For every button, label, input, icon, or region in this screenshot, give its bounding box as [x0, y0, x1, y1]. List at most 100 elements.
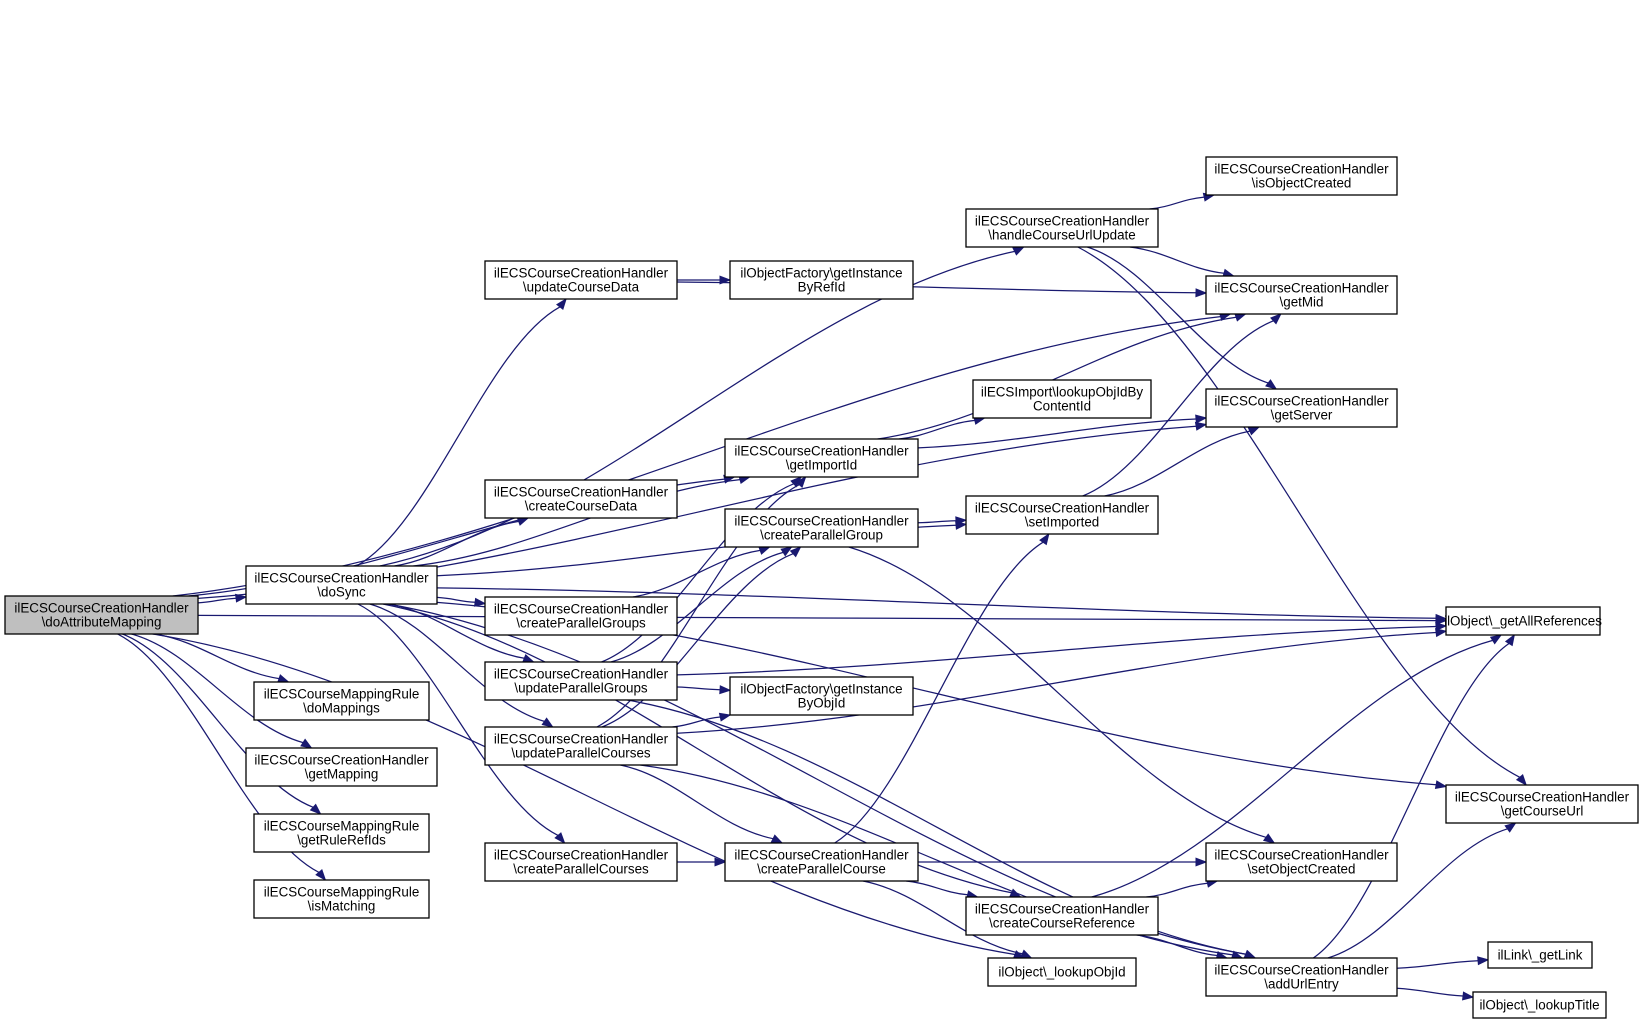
node-label-line: \addUrlEntry	[1264, 977, 1339, 992]
node-isObjectCreated[interactable]: ilECSCourseCreationHandler\isObjectCreat…	[1205, 156, 1398, 196]
node-doSync[interactable]: ilECSCourseCreationHandler\doSync	[245, 565, 438, 605]
node-lookupObjId[interactable]: ilObject\_lookupObjId	[987, 957, 1137, 987]
node-setObjectCreated[interactable]: ilECSCourseCreationHandler\setObjectCrea…	[1205, 842, 1398, 882]
edge-createCourseReference-to-getAllReferences	[1091, 634, 1503, 898]
node-box	[1205, 388, 1398, 428]
edge-line	[917, 520, 957, 524]
arrowhead-icon	[1504, 633, 1516, 647]
edge-line	[1396, 987, 1464, 997]
arrowhead-icon	[235, 593, 248, 603]
node-label-line: \isMatching	[308, 899, 376, 914]
arrowhead-icon	[1434, 780, 1448, 790]
node-setImported[interactable]: ilECSCourseCreationHandler\setImported	[965, 495, 1159, 535]
node-addUrlEntry[interactable]: ilECSCourseCreationHandler\addUrlEntry	[1205, 957, 1398, 997]
node-createParallelCourses[interactable]: ilECSCourseCreationHandler\createParalle…	[484, 842, 678, 882]
node-createCourseData[interactable]: ilECSCourseCreationHandler\createCourseD…	[484, 479, 678, 519]
node-label-line: ilECSCourseCreationHandler	[254, 753, 429, 768]
node-isMatching[interactable]: ilECSCourseMappingRule\isMatching	[253, 879, 430, 919]
arrowhead-icon	[300, 738, 313, 749]
edge-line	[413, 478, 741, 567]
edge-updateParallelGroups-to-getInstanceByObjId	[676, 685, 732, 695]
node-label-line: ilECSCourseCreationHandler	[1214, 963, 1389, 978]
node-label-line: ilECSCourseCreationHandler	[734, 848, 909, 863]
arrowhead-icon	[309, 803, 322, 815]
node-box	[484, 842, 678, 882]
arrowhead-icon	[1234, 313, 1247, 322]
arrowhead-icon	[955, 516, 968, 526]
node-getRuleRefIds[interactable]: ilECSCourseMappingRule\getRuleRefIds	[253, 813, 430, 853]
node-label-line: \createCourseReference	[989, 916, 1135, 931]
edge-line	[382, 603, 1012, 894]
node-getLink[interactable]: ilLink\_getLink	[1487, 941, 1593, 969]
node-lookupTitle[interactable]: ilObject\_lookupTitle	[1472, 991, 1607, 1019]
node-label-line: ilECSCourseCreationHandler	[734, 444, 909, 459]
node-getMapping[interactable]: ilECSCourseCreationHandler\getMapping	[245, 747, 438, 787]
arrowhead-icon	[1012, 246, 1025, 256]
edge-updateParallelCourses-to-createParallelCourse	[620, 764, 784, 844]
node-doMappings[interactable]: ilECSCourseMappingRule\doMappings	[253, 681, 430, 721]
node-createParallelGroups[interactable]: ilECSCourseCreationHandler\createParalle…	[484, 596, 678, 636]
edge-doAttributeMapping-to-getRuleRefIds	[122, 633, 322, 815]
edge-getImportId-to-getServer	[917, 414, 1208, 449]
node-doAttributeMapping[interactable]: ilECSCourseCreationHandler\doAttributeMa…	[4, 595, 199, 635]
node-label-line: \doSync	[317, 585, 366, 600]
node-updateParallelGroups[interactable]: ilECSCourseCreationHandler\updateParalle…	[484, 661, 678, 701]
edge-line	[906, 880, 968, 896]
node-createParallelGroup[interactable]: ilECSCourseCreationHandler\createParalle…	[724, 508, 919, 548]
node-createCourseReference[interactable]: ilECSCourseCreationHandler\createCourseR…	[965, 896, 1159, 936]
edge-line	[152, 633, 1016, 956]
edge-addUrlEntry-to-getAllReferences	[1312, 633, 1516, 959]
edge-createParallelCourse-to-createCourseReference	[906, 880, 979, 900]
arrowhead-icon	[1462, 991, 1475, 1001]
node-getImportId[interactable]: ilECSCourseCreationHandler\getImportId	[724, 438, 919, 478]
node-label-line: ilObject\_lookupObjId	[998, 965, 1125, 980]
node-box	[245, 747, 438, 787]
arrowhead-icon	[718, 712, 732, 722]
node-label-line: \doMappings	[303, 701, 380, 716]
edge-line	[676, 625, 1437, 676]
node-label-line: \setObjectCreated	[1248, 862, 1356, 877]
edge-line	[154, 633, 280, 680]
edge-getImportId-to-lookupObjIdByContentId	[898, 416, 986, 440]
edge-line	[917, 418, 1197, 449]
arrowhead-icon	[554, 832, 566, 845]
node-getServer[interactable]: ilECSCourseCreationHandler\getServer	[1205, 388, 1398, 428]
node-updateCourseData[interactable]: ilECSCourseCreationHandler\updateCourseD…	[484, 260, 678, 300]
edge-line	[1149, 196, 1205, 210]
node-updateParallelCourses[interactable]: ilECSCourseCreationHandler\updateParalle…	[484, 726, 678, 766]
edge-updateParallelGroups-to-getAllReferences	[676, 622, 1448, 676]
node-label-line: ilECSCourseCreationHandler	[494, 732, 669, 747]
node-box	[1445, 606, 1601, 636]
node-label-line: ilECSCourseCreationHandler	[1455, 790, 1630, 805]
node-label-line: ilECSCourseCreationHandler	[494, 266, 669, 281]
edge-line	[676, 631, 1437, 734]
node-label-line: \createParallelCourses	[513, 862, 649, 877]
node-label-line: ilECSCourseCreationHandler	[1214, 848, 1389, 863]
edge-line	[1082, 320, 1274, 497]
node-box	[1487, 941, 1593, 969]
arrowhead-icon	[1477, 956, 1490, 966]
arrowhead-icon	[1489, 634, 1503, 645]
node-getCourseUrl[interactable]: ilECSCourseCreationHandler\getCourseUrl	[1445, 784, 1639, 824]
node-getMid[interactable]: ilECSCourseCreationHandler\getMid	[1205, 275, 1398, 315]
edge-line	[131, 633, 304, 744]
edge-line	[394, 520, 519, 567]
edge-updateCourseData-to-getInstanceByRefId	[677, 275, 732, 285]
edge-line	[1091, 639, 1493, 898]
node-createParallelCourse[interactable]: ilECSCourseCreationHandler\createParalle…	[724, 842, 919, 882]
node-label-line: \getServer	[1271, 408, 1333, 423]
arrowhead-icon	[1435, 622, 1448, 632]
node-label-line: \isObjectCreated	[1252, 176, 1352, 191]
node-box	[1205, 275, 1398, 315]
node-getAllReferences[interactable]: ilObject\_getAllReferences	[1444, 606, 1602, 636]
node-label-line: ilECSCourseCreationHandler	[494, 848, 669, 863]
node-label-line: ilECSCourseCreationHandler	[1214, 394, 1389, 409]
edge-createParallelGroups-to-createParallelGroup	[632, 546, 771, 598]
edge-line	[1312, 642, 1510, 959]
node-handleCourseUrlUpdate[interactable]: ilECSCourseCreationHandler\handleCourseU…	[965, 208, 1159, 248]
edge-line	[877, 316, 1237, 440]
edge-line	[834, 541, 1044, 844]
